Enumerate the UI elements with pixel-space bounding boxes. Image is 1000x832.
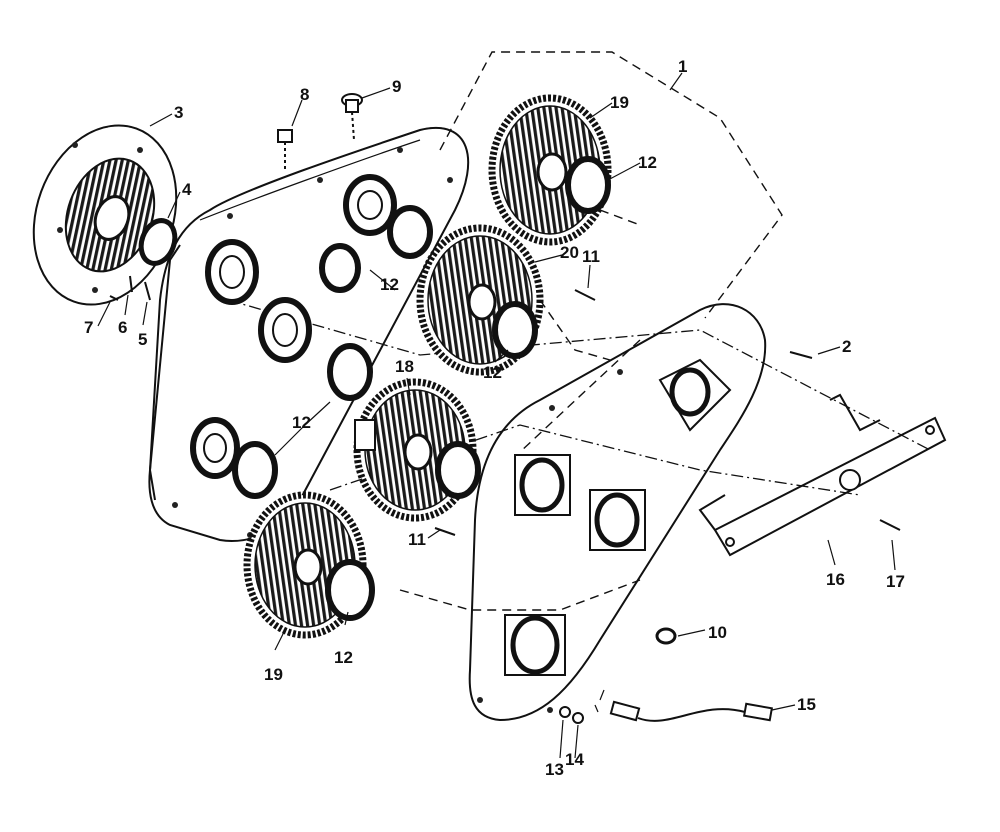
callout-4: 4 bbox=[182, 180, 192, 199]
axis-line-upper bbox=[227, 299, 931, 451]
gear-19-bottom bbox=[243, 491, 375, 639]
callout-5: 5 bbox=[138, 330, 147, 349]
clutch-disc bbox=[32, 124, 178, 306]
callout-15: 15 bbox=[797, 695, 816, 714]
callout-19-top: 19 bbox=[610, 93, 629, 112]
bolt-17 bbox=[879, 519, 901, 531]
callout-20: 20 bbox=[560, 243, 579, 262]
assembly-outline-1 bbox=[399, 51, 783, 611]
part-14 bbox=[572, 712, 584, 724]
callout-3: 3 bbox=[174, 103, 183, 122]
callout-13: 13 bbox=[545, 760, 564, 779]
pin-parts bbox=[109, 275, 151, 301]
callout-18: 18 bbox=[395, 357, 414, 376]
sensor-cable bbox=[594, 689, 774, 722]
part-13 bbox=[559, 706, 571, 718]
mounting-bracket bbox=[698, 393, 947, 557]
callout-12-middle: 12 bbox=[483, 363, 502, 382]
plug bbox=[655, 627, 677, 645]
bolt-8 bbox=[277, 129, 293, 172]
callout-10: 10 bbox=[708, 623, 727, 642]
dowel-pin-lower bbox=[434, 527, 456, 536]
bearing-set-front bbox=[232, 205, 433, 499]
callout-2: 2 bbox=[842, 337, 851, 356]
gear-18 bbox=[353, 378, 481, 522]
callout-7: 7 bbox=[84, 318, 93, 337]
callout-17: 17 bbox=[886, 572, 905, 591]
bolt-2 bbox=[789, 351, 813, 359]
callout-14: 14 bbox=[565, 750, 584, 769]
front-housing bbox=[148, 127, 470, 542]
gear-19-top bbox=[488, 94, 612, 246]
callout-1: 1 bbox=[678, 57, 687, 76]
callout-19-bottom: 19 bbox=[264, 665, 283, 684]
callout-12-bottom: 12 bbox=[334, 648, 353, 667]
axis-line-lower bbox=[329, 424, 861, 496]
leader-lines bbox=[97, 72, 896, 759]
callout-9: 9 bbox=[392, 77, 401, 96]
gear-20 bbox=[416, 224, 544, 376]
callout-12-front: 12 bbox=[380, 275, 399, 294]
callout-12-top: 12 bbox=[638, 153, 657, 172]
dowel-pin-upper bbox=[574, 289, 596, 301]
callout-11-lower: 11 bbox=[408, 530, 426, 549]
callout-6: 6 bbox=[118, 318, 127, 337]
washer bbox=[138, 218, 178, 266]
bolt-9 bbox=[341, 93, 363, 141]
callout-8: 8 bbox=[300, 85, 309, 104]
callout-16: 16 bbox=[826, 570, 845, 589]
callout-11-upper: 11 bbox=[582, 247, 600, 266]
rear-cover bbox=[468, 303, 767, 722]
callout-12-lower: 12 bbox=[292, 413, 311, 432]
